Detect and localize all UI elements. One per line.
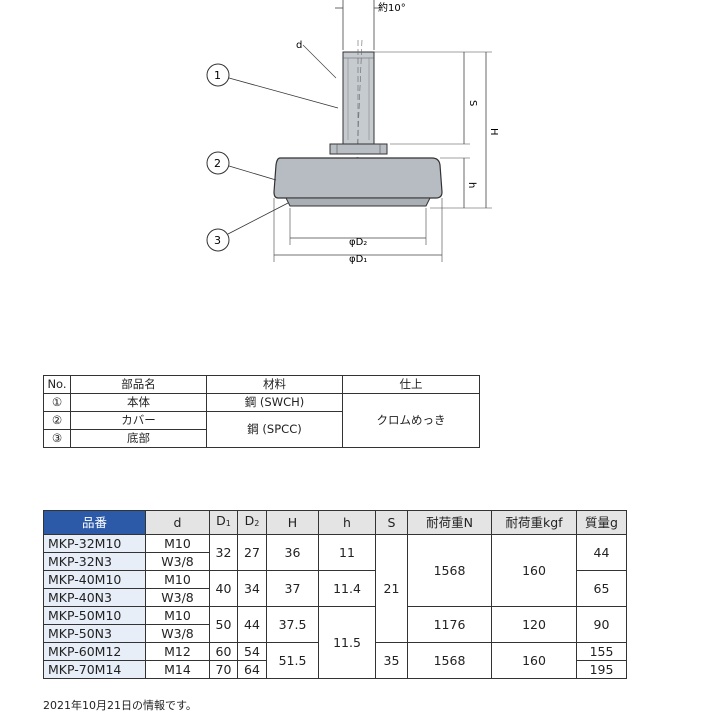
parts-table: No. 部品名 材料 仕上 ① 本体 鋼 (SWCH) クロムめっき ② カバー… <box>43 375 480 448</box>
stud-shaft <box>342 51 375 145</box>
angle-label: 約10° <box>378 1 406 14</box>
table-row: MKP-50N3 W3/8 <box>43 624 627 643</box>
col-part-number: 品番 <box>43 510 146 535</box>
cover-body <box>273 157 443 199</box>
dim-h: h <box>466 182 477 188</box>
table-row: MKP-40M10 M10 40 34 37 11.4 65 <box>43 570 627 607</box>
callout-3: 3 <box>206 202 289 252</box>
col-H: H <box>266 510 319 535</box>
dim-h-total: H <box>488 128 499 136</box>
dim-s: S <box>467 100 478 106</box>
col-d1: D1 <box>209 510 238 535</box>
col-mass: 質量g <box>576 510 627 535</box>
col-S: S <box>375 510 408 535</box>
table-row: ② カバー 鋼 (SPCC) <box>43 411 480 448</box>
technical-drawing: 約10° S H h φD₂ φD₁ d 1 2 3 <box>206 0 499 265</box>
col-load-kgf: 耐荷重kgf <box>491 510 577 535</box>
col-h: h <box>318 510 376 535</box>
col-d2: D2 <box>237 510 267 535</box>
col-finish: 仕上 <box>342 375 480 394</box>
col-d: d <box>145 510 210 535</box>
callout-1: 1 <box>206 63 339 109</box>
svg-text:3: 3 <box>214 234 221 247</box>
table-row: MKP-50M10 M10 50 44 37.5 11.5 1176 120 9… <box>43 606 627 679</box>
table-row: MKP-32M10 M10 32 27 36 11 21 1568 160 44 <box>43 534 627 643</box>
table-row: ③ 底部 <box>43 429 480 448</box>
footnote: 2021年10月21日の情報です。 <box>43 699 197 712</box>
col-material: 材料 <box>206 375 343 394</box>
spec-table: 品番 d D1 D2 H h S 耐荷重N 耐荷重kgf 質量g MKP-32M… <box>43 510 627 679</box>
col-load-n: 耐荷重N <box>407 510 492 535</box>
table-row: MKP-60M12 M12 60 54 51.5 35 1568 160 155 <box>43 642 627 679</box>
table-row: MKP-32N3 W3/8 <box>43 552 627 571</box>
svg-text:1: 1 <box>214 69 221 82</box>
dim-d1: φD₁ <box>349 254 367 265</box>
dim-d2: φD₂ <box>349 237 367 248</box>
base-pad <box>285 197 431 207</box>
svg-text:2: 2 <box>214 157 221 170</box>
table-row: ① 本体 鋼 (SWCH) クロムめっき <box>43 393 480 448</box>
col-part-name: 部品名 <box>70 375 207 394</box>
finish-cell: クロムめっき <box>342 393 480 448</box>
dim-d: d <box>296 40 302 51</box>
col-no: No. <box>43 375 71 394</box>
table-row: MKP-70M14 M14 70 64 195 <box>43 660 627 679</box>
callout-2: 2 <box>206 151 277 181</box>
